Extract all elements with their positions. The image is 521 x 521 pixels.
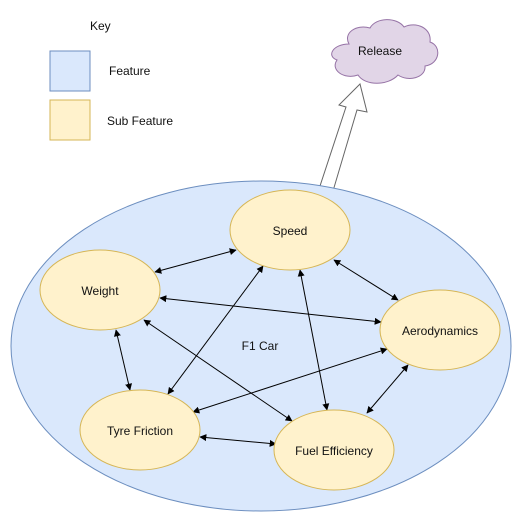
sub-feature-tyre-friction: Tyre Friction	[79, 389, 201, 471]
sub-feature-weight-shape	[39, 249, 161, 331]
connections	[114, 248, 409, 447]
sub-feature-aerodynamics-shape	[379, 289, 501, 371]
edge-aerodynamics-fuel-efficiency	[366, 364, 409, 414]
sub-feature-speed-label: Speed	[273, 224, 308, 238]
edge-speed-tyre-friction	[167, 265, 264, 395]
edge-speed-aerodynamics	[333, 259, 399, 301]
key-sub-feature-swatch	[49, 99, 91, 141]
sub-feature-aerodynamics-label: Aerodynamics	[402, 324, 478, 338]
sub-feature-speed-shape	[229, 189, 351, 271]
sub-feature-fuel-efficiency-label: Fuel Efficiency	[295, 444, 373, 458]
sub-feature-weight: Weight	[39, 249, 161, 331]
sub-feature-tyre-friction-shape	[79, 389, 201, 471]
sub-feature-weight-label: Weight	[81, 284, 119, 298]
release-block-arrow	[319, 83, 368, 192]
key-feature-label: Feature	[109, 64, 151, 78]
release-label: Release	[358, 44, 402, 58]
edge-weight-tyre-friction	[114, 329, 132, 391]
sub-feature-aerodynamics: Aerodynamics	[379, 289, 501, 371]
edge-tyre-friction-fuel-efficiency	[199, 434, 277, 447]
sub-feature-fuel-efficiency-shape	[273, 409, 395, 491]
sub-feature-fuel-efficiency: Fuel Efficiency	[273, 409, 395, 491]
key-feature-swatch	[49, 50, 91, 92]
sub-feature-speed: Speed	[229, 189, 351, 271]
key-sub-feature-label: Sub Feature	[107, 114, 173, 128]
sub-feature-tyre-friction-label: Tyre Friction	[107, 424, 173, 438]
feature-label: F1 Car	[242, 339, 279, 353]
key-title: Key	[90, 19, 111, 33]
edge-aerodynamics-tyre-friction	[192, 347, 388, 414]
release-cloud	[331, 19, 439, 84]
